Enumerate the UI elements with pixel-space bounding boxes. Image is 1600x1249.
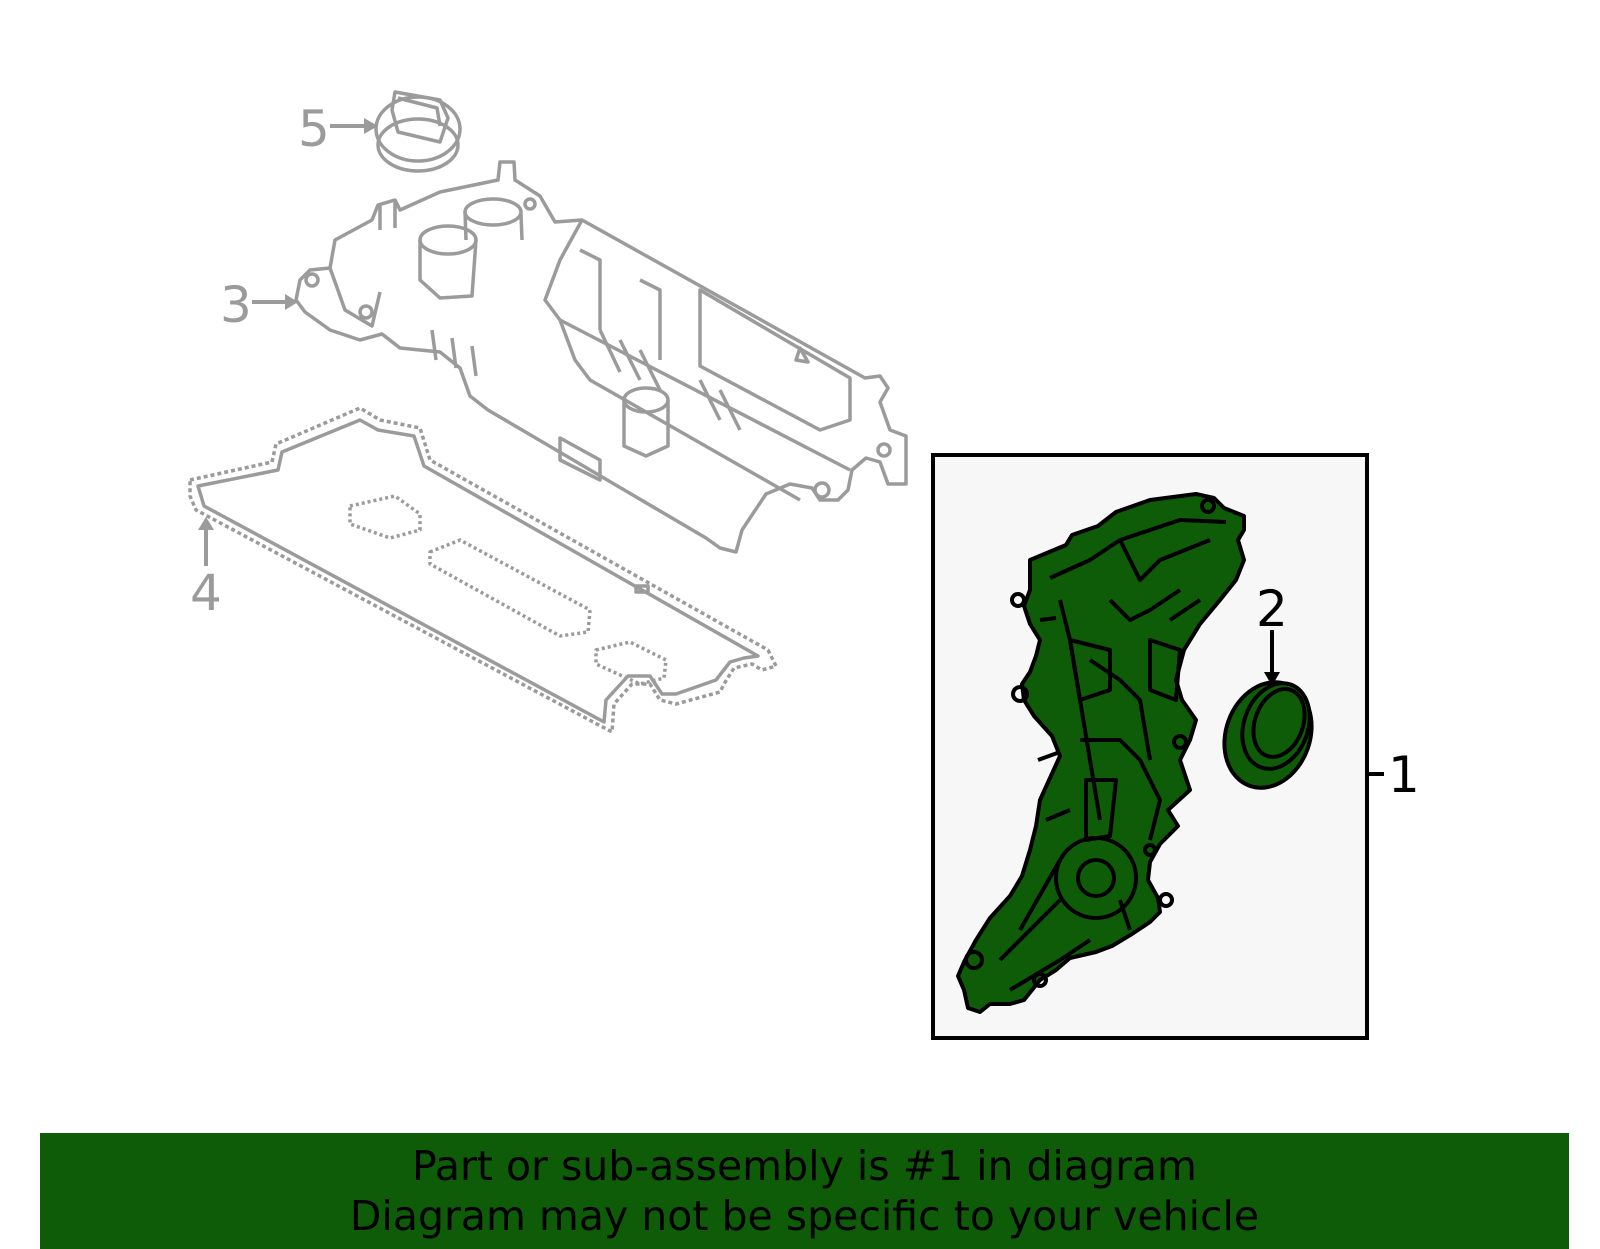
timing-cover-icon: [956, 492, 1246, 1014]
banner-line-2: Diagram may not be specific to your vehi…: [349, 1192, 1260, 1240]
arrow-5: [330, 118, 378, 134]
callout-1: 1: [1388, 746, 1420, 804]
arrow-3: [252, 294, 298, 310]
callout-2: 2: [1256, 580, 1288, 638]
oil-filler-cap-icon: [374, 90, 462, 173]
info-banner: Part or sub-assembly is #1 in diagram Di…: [40, 1133, 1569, 1249]
valve-cover-icon: [294, 160, 908, 554]
valve-cover-gasket-icon: [188, 406, 778, 734]
callout-3: 3: [220, 276, 252, 334]
banner-line-1: Part or sub-assembly is #1 in diagram: [412, 1142, 1197, 1190]
arrow-4: [198, 517, 214, 566]
crankshaft-seal-icon: [1222, 680, 1314, 790]
arrow-2: [1264, 630, 1280, 686]
callout-5: 5: [298, 100, 330, 158]
callout-4: 4: [190, 564, 222, 622]
